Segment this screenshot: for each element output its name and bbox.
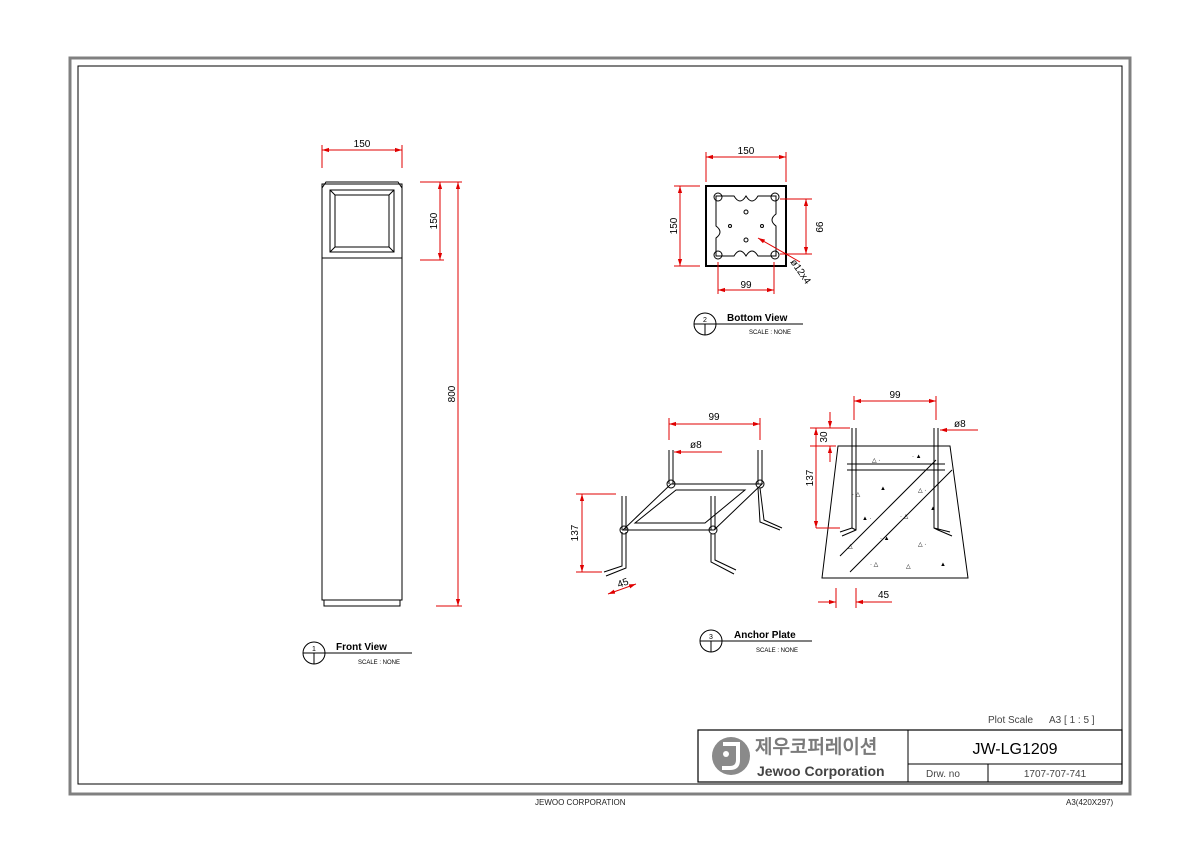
title-block [697,729,1123,783]
svg-text:· △: · △ [852,492,861,498]
bottom-height-dim: 150 [669,217,680,234]
bottom-view-dimensions [674,152,812,294]
anchor-plate-title: Anchor Plate [734,630,796,641]
bottom-view-drawing [705,185,787,267]
front-view-title: Front View [336,642,387,653]
front-view-drawing [321,181,403,607]
anchor-section-dimensions [810,396,978,608]
svg-text:▲: ▲ [930,506,936,512]
svg-text:△ ·: △ · [918,542,926,548]
bottom-width-dim: 150 [738,146,755,157]
drawing-number-label: Drw. no [926,769,960,780]
anchor-hook-dim: 45 [616,576,631,590]
footer-company: JEWOO CORPORATION [535,798,626,807]
svg-text:· ▲: · ▲ [880,536,890,542]
svg-text:△: △ [848,544,853,550]
front-view-scale: SCALE : NONE [358,660,400,666]
company-name-korean: 제우코퍼레이션 [755,736,877,758]
anchor-height-dim: 137 [570,524,581,541]
svg-text:· ▲: · ▲ [912,454,922,460]
bottom-view-title: Bottom View [727,313,788,324]
front-view-dimensions [321,145,462,607]
anchor-plate-number: 3 [709,634,713,641]
section-rod-dia-dim: ø8 [954,419,966,430]
bottom-view-number: 2 [703,317,707,324]
anchor-plate-iso-dimensions [576,418,761,595]
bottom-hole-dia-dim: ø12x4 [788,257,813,286]
svg-text:△: △ [906,564,911,570]
front-head-height-dim: 150 [429,212,440,229]
section-hook-dim: 45 [878,590,890,601]
sheet-border [68,56,1132,796]
bottom-view-callout [693,312,803,336]
svg-text:· △: · △ [870,562,879,568]
section-height-dim: 137 [805,469,816,486]
front-total-height-dim: 800 [447,385,458,402]
svg-text:▲: ▲ [880,486,886,492]
company-logo [712,737,750,775]
anchor-plate-scale: SCALE : NONE [756,648,798,654]
footer-paper-size: A3(420X297) [1066,798,1114,807]
anchor-rod-dia-dim: ø8 [690,440,702,451]
section-width-dim: 99 [889,390,901,401]
svg-text:· △: · △ [900,514,909,520]
model-number: JW-LG1209 [972,741,1057,758]
bottom-view-scale: SCALE : NONE [749,330,791,336]
svg-text:▲ ·: ▲ · [862,516,872,522]
front-view-callout [302,641,412,665]
anchor-section-drawing: △ · · ▲ · △ ▲ △ · ▲ · · △ ▲ △ · ▲ △ · ▲ · △ △ [821,428,969,579]
section-top-dim: 30 [819,431,830,443]
bottom-hole-h-dim: 99 [740,280,752,291]
drawing-number-value: 1707-707-741 [1024,769,1087,780]
company-name-english: Jewoo Corporation [757,763,885,779]
anchor-plate-callout [699,629,812,653]
plot-scale-value: A3 [ 1 : 5 ] [1049,715,1095,726]
svg-text:△ ·: △ · [918,488,926,494]
svg-text:△ ·: △ · [872,458,880,464]
bottom-hole-v-dim: 99 [813,221,824,233]
plot-scale-label: Plot Scale [988,715,1033,726]
front-view-number: 1 [312,646,316,653]
anchor-width-dim: 99 [708,412,720,423]
anchor-plate-iso-drawing [603,450,783,577]
front-width-dim: 150 [354,139,371,150]
svg-text:▲: ▲ [940,562,946,568]
